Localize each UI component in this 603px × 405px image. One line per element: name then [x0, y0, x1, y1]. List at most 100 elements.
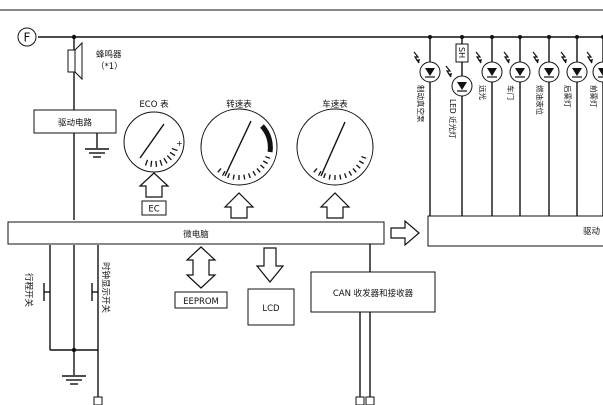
buzzer-body	[67, 49, 76, 73]
led-light-ray-arrowhead	[535, 59, 539, 63]
can-transceiver-box: CAN 收发器和接收器	[310, 271, 436, 313]
eco-gauge-tick	[166, 155, 172, 161]
buzzer-horn	[74, 41, 83, 81]
right-arrow	[390, 219, 420, 247]
terminal-f-label: F	[24, 31, 31, 45]
tachometer-tick	[260, 164, 265, 169]
microcomputer-label: 微电脑	[183, 229, 209, 240]
led-light-ray-arrowhead	[563, 59, 567, 63]
led-indicator: 远光	[475, 35, 503, 216]
led-light-ray-arrowhead	[589, 59, 593, 63]
clock-switch-label: 时钟显示开关	[100, 262, 111, 314]
tachometer-ticks	[217, 155, 271, 180]
led-indicator: 后雾灯	[560, 35, 588, 216]
led-light-ray-arrowhead	[506, 59, 510, 63]
clock-switch	[91, 283, 98, 301]
speedometer-tick	[358, 160, 364, 165]
tachometer: 转速表	[200, 99, 278, 219]
led-indicator-group: 制动真空泵 SHLED 近光灯远光车门燃油液位 后雾灯 前雾灯	[413, 35, 603, 216]
eco-ec-box	[141, 200, 167, 216]
speedometer-tick	[356, 164, 361, 169]
can-connector-right	[365, 396, 375, 405]
junction-dot	[71, 34, 77, 40]
eco-gauge-tick	[171, 147, 178, 152]
microcomputer-box: 微电脑	[7, 221, 385, 245]
led-junction-dot	[460, 35, 464, 39]
ground-symbol-lower	[62, 375, 86, 385]
speedometer-tick	[317, 170, 322, 176]
tachometer-tick	[243, 174, 246, 180]
speedometer-tick	[361, 155, 367, 159]
speedometer-tick	[348, 170, 353, 176]
trip-switch-label: 行程开关	[23, 273, 34, 308]
speedometer-ticks	[313, 155, 367, 180]
speedometer-tick	[339, 174, 342, 180]
led-tag-box	[455, 43, 469, 63]
tachometer-tick	[252, 170, 257, 176]
speedometer-needle	[320, 121, 346, 177]
eco-gauge-dial	[123, 111, 185, 173]
speedometer-dial	[296, 108, 374, 186]
led-tag-label: SH	[457, 47, 466, 58]
led-light-ray-arrowhead	[416, 59, 420, 63]
eco-gauge-tick	[150, 160, 153, 167]
eeprom-label: EEPROM	[183, 297, 219, 307]
buzzer-note: （*1）	[96, 61, 123, 72]
speedometer-tick	[352, 168, 357, 173]
led-label: 前雾灯	[589, 85, 599, 108]
tachometer-tick	[265, 155, 271, 159]
drive-circuit-label: 驱动电路	[58, 118, 93, 129]
tachometer-tick	[221, 170, 226, 176]
led-diode-symbol	[457, 82, 467, 90]
led-diode-symbol	[515, 68, 525, 76]
eco-up-arrow	[138, 172, 170, 198]
speedometer-tick	[328, 174, 331, 180]
eco-gauge-needle	[139, 123, 165, 159]
eco-gauge-plus: +	[176, 139, 183, 148]
eco-gauge-tick	[169, 151, 176, 157]
led-light-ray-arrowhead	[448, 73, 452, 77]
led-diode-symbol	[572, 68, 582, 76]
led-diode-symbol	[598, 68, 603, 76]
speedometer: 车速表	[296, 99, 374, 219]
led-junction-dot	[428, 35, 432, 39]
led-junction-dot	[547, 35, 551, 39]
speedometer-up-arrow	[319, 192, 351, 219]
trip-switch	[43, 283, 50, 301]
terminal-f: F	[17, 27, 37, 47]
eco-gauge-label: ECO 表	[139, 99, 169, 110]
led-label: 远光	[478, 85, 488, 100]
can-label: CAN 收发器和接收器	[333, 288, 414, 299]
drive-circuit-box: 驱动电路	[33, 109, 117, 134]
tachometer-label: 转速表	[226, 99, 252, 110]
led-label: 燃油液位	[535, 85, 545, 115]
lcd-box: LCD	[247, 288, 295, 326]
right-drive-label: 驱动	[583, 226, 601, 237]
tachometer-tick	[232, 174, 235, 180]
lcd-label: LCD	[262, 304, 280, 314]
tachometer-tick	[262, 160, 268, 165]
can-connector-left	[355, 396, 365, 405]
bottom-connector	[93, 396, 103, 405]
tachometer-needle	[224, 120, 252, 177]
eco-gauge-tick	[144, 159, 149, 166]
lcd-down-arrow	[255, 247, 285, 283]
led-label: 后雾灯	[563, 85, 573, 108]
led-label: 制动真空泵	[416, 85, 426, 123]
tachometer-up-arrow	[223, 192, 255, 219]
buzzer-label: 蜂鸣器	[96, 49, 122, 60]
tachometer-redzone	[260, 124, 273, 153]
speedometer-tick	[313, 168, 318, 173]
eco-ec-label: EC	[148, 205, 159, 215]
speedometer-label: 车速表	[322, 99, 348, 110]
led-indicator: 车门	[503, 35, 531, 216]
eco-gauge-tick	[155, 160, 158, 167]
eco-gauge-tick	[159, 159, 163, 166]
eeprom-double-arrow	[185, 246, 217, 289]
buzzer: 蜂鸣器 （*1）	[67, 41, 123, 81]
led-indicator: 燃油液位	[532, 35, 560, 216]
eco-gauge-tick	[163, 157, 168, 164]
